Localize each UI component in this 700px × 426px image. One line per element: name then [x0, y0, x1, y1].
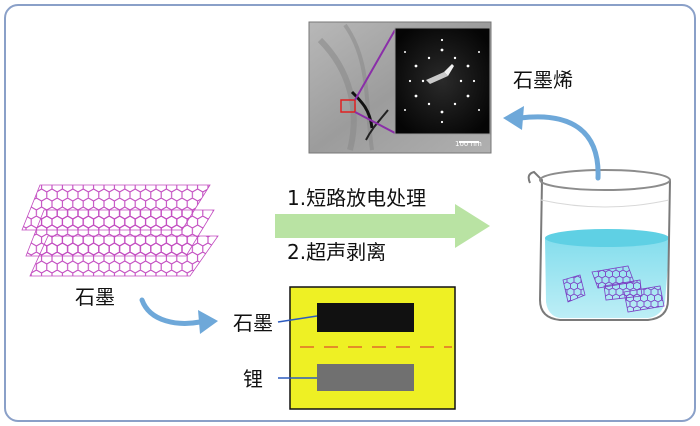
lithium-electrode [317, 364, 414, 391]
beaker-to-graphene-arrow [503, 106, 601, 181]
beaker-illustration [527, 169, 671, 321]
graphite-label: 石墨 [75, 285, 115, 309]
graphene-label: 石墨烯 [513, 68, 573, 92]
graphene-flakes [562, 265, 665, 313]
step1-label: 1.短路放电处理 [287, 186, 427, 210]
step2-label: 2.超声剥离 [287, 240, 387, 264]
graphite-electrode-label: 石墨 [233, 311, 273, 335]
tem-scale-bar-label: 100 nm [455, 140, 482, 148]
tem-selected-area [340, 99, 356, 113]
graphite-to-cell-arrow [139, 297, 218, 334]
graphite-electrode [317, 303, 414, 332]
lithium-electrode-label: 锂 [243, 367, 263, 391]
battery-cell-illustration [277, 286, 456, 410]
process-arrow [275, 204, 490, 248]
tem-image [308, 21, 492, 154]
graphite-lattice-illustration [21, 184, 219, 277]
